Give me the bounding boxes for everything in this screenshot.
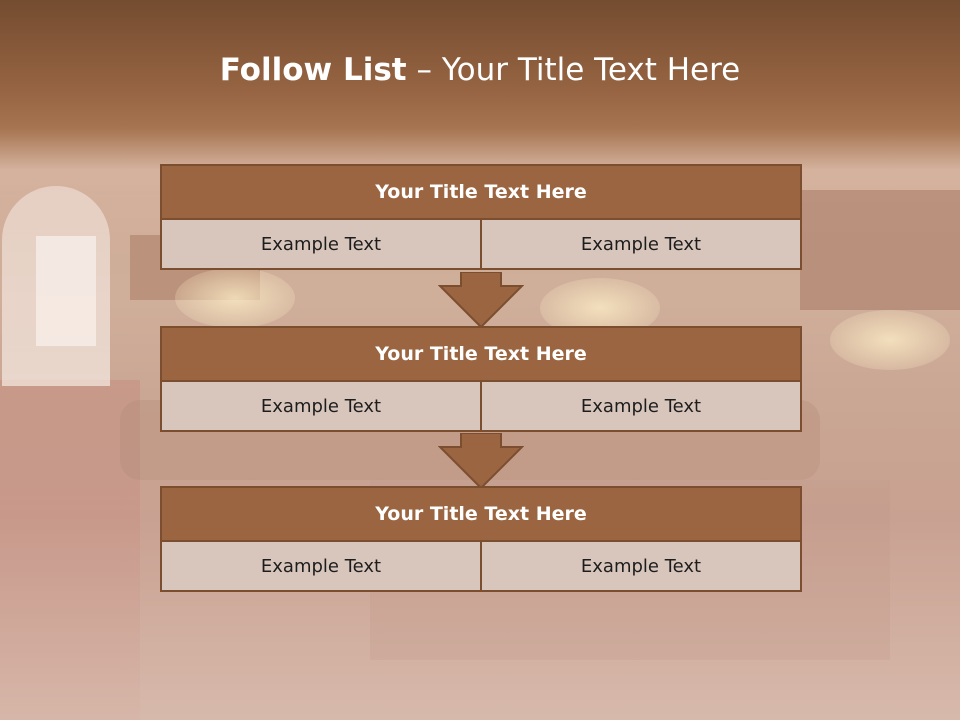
block-row: Example Text Example Text	[160, 220, 802, 270]
background-cabinet	[800, 190, 960, 310]
block-cell-left: Example Text	[160, 542, 482, 592]
slide-title-rest: – Your Title Text Here	[406, 52, 741, 88]
list-block: Your Title Text Here Example Text Exampl…	[160, 326, 802, 432]
block-row: Example Text Example Text	[160, 542, 802, 592]
block-cell-right: Example Text	[482, 382, 802, 432]
block-title: Your Title Text Here	[160, 326, 802, 382]
block-row: Example Text Example Text	[160, 382, 802, 432]
block-cell-left: Example Text	[160, 382, 482, 432]
block-title: Your Title Text Here	[160, 486, 802, 542]
block-cell-left: Example Text	[160, 220, 482, 270]
background-light	[830, 310, 950, 370]
down-arrow-icon	[438, 272, 524, 328]
slide-title: Follow List – Your Title Text Here	[0, 52, 960, 88]
block-cell-right: Example Text	[482, 542, 802, 592]
slide-title-bold: Follow List	[219, 52, 407, 88]
background-window	[36, 236, 96, 346]
down-arrow-icon	[438, 433, 524, 489]
background-light	[175, 268, 295, 328]
list-block: Your Title Text Here Example Text Exampl…	[160, 486, 802, 592]
block-title: Your Title Text Here	[160, 164, 802, 220]
list-block: Your Title Text Here Example Text Exampl…	[160, 164, 802, 270]
block-cell-right: Example Text	[482, 220, 802, 270]
background-floor	[0, 380, 140, 720]
